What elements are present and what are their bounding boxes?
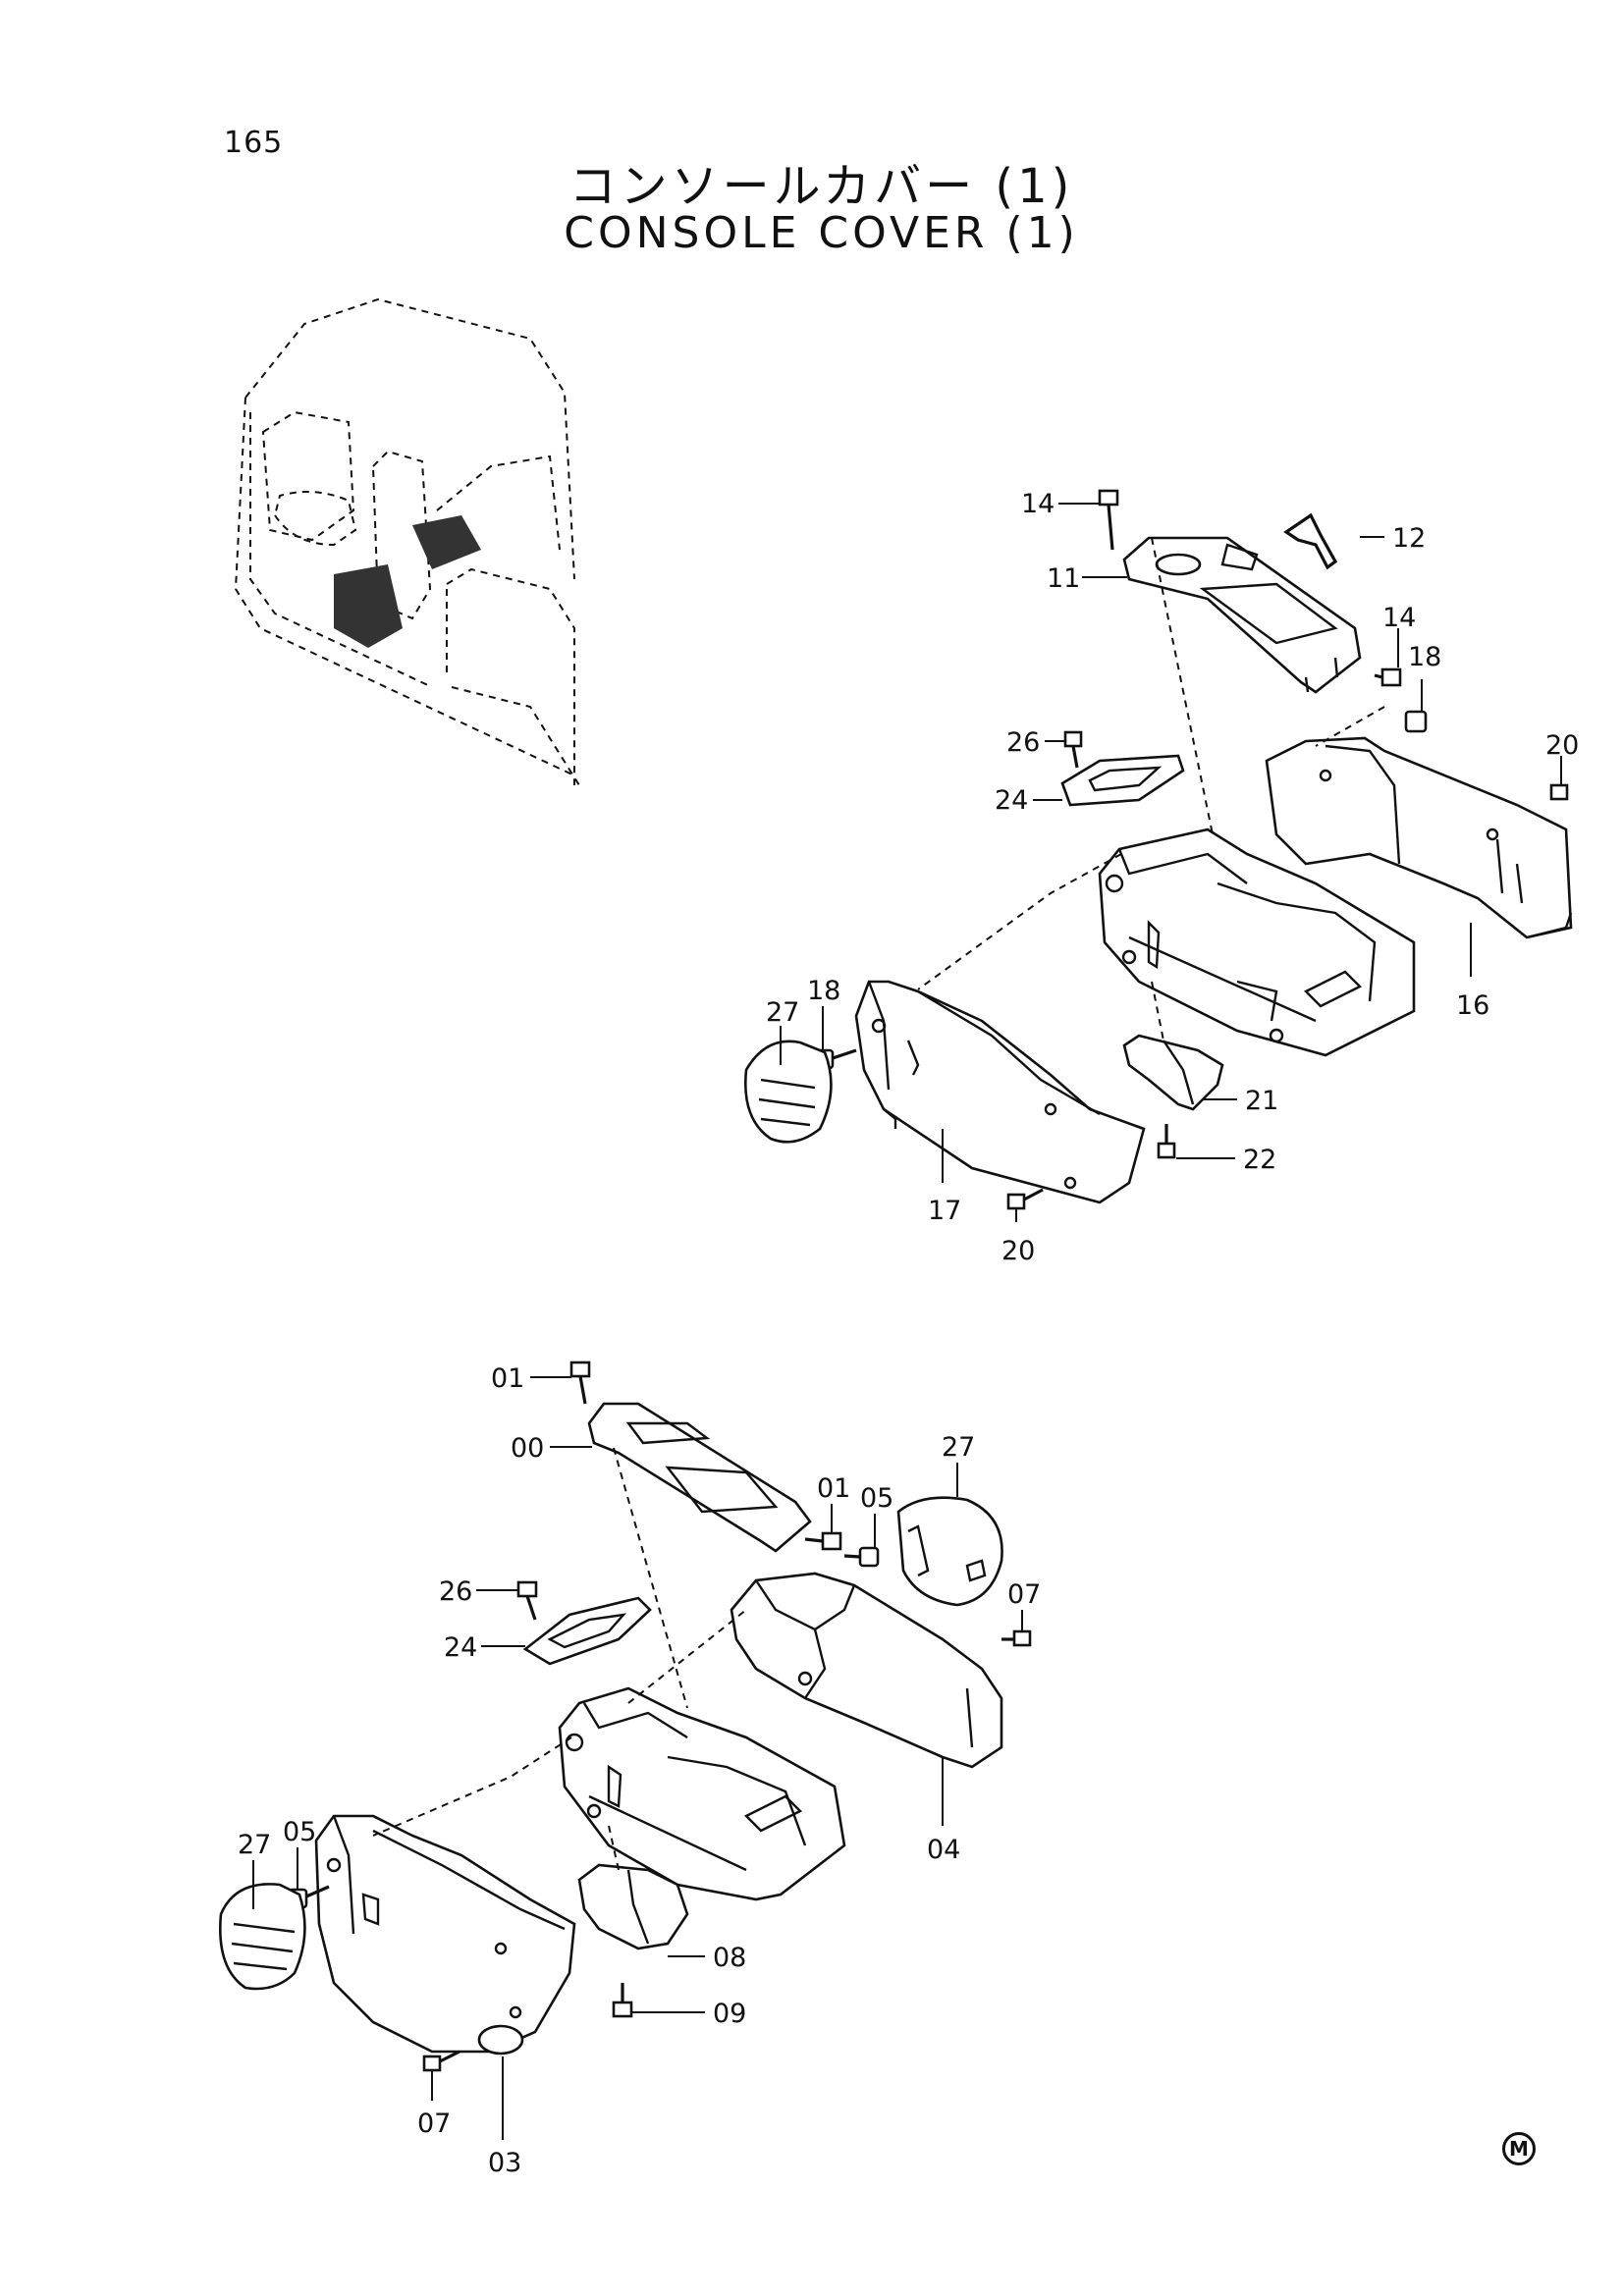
page-number: 165 <box>224 126 284 160</box>
part-04-right-cover <box>730 1572 1003 1769</box>
callout-26: 26 <box>439 1576 472 1607</box>
callout-27: 27 <box>238 1830 271 1860</box>
callout-leaders <box>252 503 1562 2140</box>
screw-26-upper <box>1063 730 1083 769</box>
washer-05-upper <box>843 1546 880 1568</box>
part-12-bracket <box>1283 512 1338 570</box>
cab-location-sketch <box>234 297 580 786</box>
washer-18-upper <box>1404 710 1428 733</box>
callout-24: 24 <box>444 1632 477 1663</box>
screw-07-right <box>1001 1629 1032 1647</box>
part-27-cap-upper <box>744 1040 833 1144</box>
callout-27: 27 <box>942 1432 975 1463</box>
callout-18: 18 <box>1408 642 1441 672</box>
callout-14: 14 <box>1382 603 1416 633</box>
callout-18: 18 <box>807 976 840 1006</box>
part-16-right-cover <box>1265 736 1573 939</box>
part-27-cap-lower-left <box>219 1883 306 1991</box>
callout-12: 12 <box>1392 523 1426 554</box>
screw-07-lower <box>422 2050 460 2072</box>
callout-26: 26 <box>1006 727 1040 758</box>
part-03-left-cover <box>314 1814 576 2056</box>
part-27-cap-lower-right <box>896 1496 1003 1607</box>
callout-07: 07 <box>1007 1579 1041 1610</box>
title-japanese: コンソールカバー (1) <box>568 159 1074 214</box>
maker-mark: M <box>1502 2132 1536 2165</box>
callout-04: 04 <box>927 1835 960 1865</box>
title-english: CONSOLE COVER (1) <box>564 208 1079 258</box>
screw-14-right <box>1374 667 1402 687</box>
callout-08: 08 <box>713 1943 746 1973</box>
callouts-upper: 14 12 11 14 18 26 20 24 16 18 27 21 22 1… <box>766 489 1579 1266</box>
screw-01-upper <box>569 1361 591 1405</box>
callout-14: 14 <box>1021 489 1055 519</box>
callout-01: 01 <box>817 1473 850 1504</box>
upper-exploded-view <box>744 489 1573 1210</box>
part-21-lower-bracket <box>1122 1034 1224 1111</box>
callout-16: 16 <box>1456 990 1489 1021</box>
callouts-lower: 01 00 01 05 27 07 26 24 04 05 27 08 09 0… <box>238 1363 1041 2178</box>
callout-22: 22 <box>1243 1145 1276 1175</box>
part-00-top-cover <box>587 1402 812 1553</box>
screw-01-right <box>804 1531 842 1551</box>
part-24-grommet <box>1060 754 1185 807</box>
screw-20-lower <box>1006 1188 1044 1210</box>
callout-27: 27 <box>766 997 799 1028</box>
screw-26-lower <box>516 1580 538 1621</box>
callout-21: 21 <box>1245 1086 1278 1116</box>
callout-00: 00 <box>511 1433 544 1464</box>
callout-17: 17 <box>928 1196 961 1226</box>
callout-07: 07 <box>417 2109 451 2139</box>
part-08-bracket <box>577 1863 689 1950</box>
callout-01: 01 <box>491 1363 524 1394</box>
screw-22-upper <box>1157 1124 1176 1159</box>
part-24-grommet-lower <box>522 1596 652 1666</box>
callout-05: 05 <box>860 1483 893 1514</box>
console-body-lower <box>558 1686 846 1901</box>
lower-exploded-view <box>219 1361 1032 2072</box>
screw-09 <box>612 1983 633 2018</box>
part-17-left-cover <box>854 980 1146 1204</box>
screw-20-upper-right <box>1549 783 1569 801</box>
callout-24: 24 <box>995 785 1028 816</box>
callout-03: 03 <box>488 2148 521 2178</box>
screw-14-upper <box>1098 489 1119 551</box>
callout-20: 20 <box>1545 730 1579 761</box>
callout-11: 11 <box>1047 563 1080 594</box>
callout-09: 09 <box>713 1999 746 2029</box>
part-11-top-cover <box>1122 536 1362 694</box>
console-body-upper <box>1098 828 1416 1057</box>
callout-20: 20 <box>1001 1236 1035 1266</box>
callout-05: 05 <box>283 1817 316 1847</box>
